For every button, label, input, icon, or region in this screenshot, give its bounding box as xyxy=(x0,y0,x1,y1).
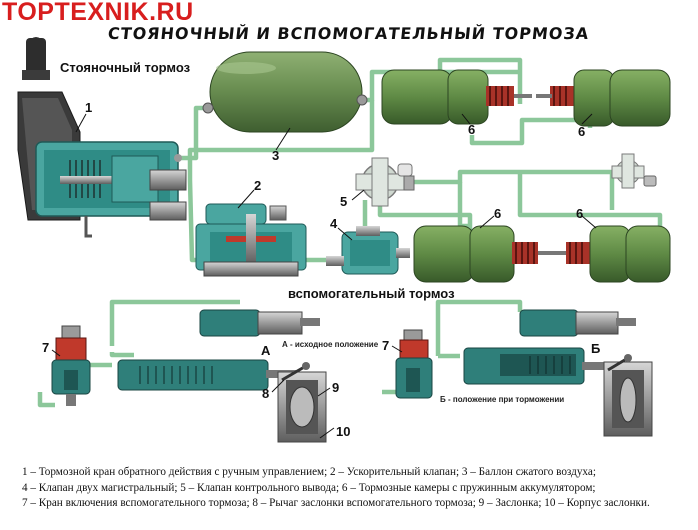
callout-5: 5 xyxy=(340,194,348,209)
aux-brake-valve-7-left xyxy=(51,325,91,406)
control-outlet-valve-5 xyxy=(355,157,415,207)
legend-caption: 1 – Тормозной кран обратного действия с … xyxy=(22,465,692,512)
aux-brake-valve-7-right xyxy=(395,329,433,399)
legend-line-2: 4 – Клапан двух магистральный; 5 – Клапа… xyxy=(22,481,596,494)
callout-10: 10 xyxy=(336,424,351,439)
section-label-auxiliary: вспомогательный тормоз xyxy=(288,286,455,301)
callout-6-bottom-left: 6 xyxy=(494,206,502,221)
letter-a: А xyxy=(261,343,271,358)
callout-3: 3 xyxy=(272,148,280,163)
callout-6-bottom-right: 6 xyxy=(576,206,584,221)
site-watermark: TOPTEXNIK.RU xyxy=(2,0,194,26)
brake-chamber-top-left xyxy=(381,69,532,125)
callout-leader-lines xyxy=(51,113,597,439)
double-check-valve-4 xyxy=(326,226,410,275)
parking-brake-valve-1 xyxy=(17,37,187,238)
state-a-label: А - исходное положение xyxy=(282,340,379,349)
aux-brake-cylinder-left-bottom xyxy=(117,359,296,391)
callout-7-right: 7 xyxy=(382,338,390,353)
state-b-label: Б - положение при торможении xyxy=(440,395,565,404)
page-title: СТОЯНОЧНЫЙ И ВСПОМОГАТЕЛЬНЫЙ ТОРМОЗА xyxy=(107,24,591,43)
exhaust-damper-right xyxy=(603,354,653,437)
letter-b: Б xyxy=(591,341,601,356)
relay-valve-2 xyxy=(195,203,307,277)
callout-6-top-left: 6 xyxy=(468,122,476,137)
callout-6-top-right: 6 xyxy=(578,124,586,139)
aux-brake-cylinder-right-top xyxy=(519,309,636,337)
callout-9: 9 xyxy=(332,380,340,395)
callout-7-left: 7 xyxy=(42,340,50,355)
aux-brake-cylinder-right-bottom xyxy=(463,347,618,385)
callout-2: 2 xyxy=(254,178,262,193)
callout-4: 4 xyxy=(330,216,338,231)
control-outlet-valve-5-right xyxy=(611,153,657,189)
aux-brake-cylinder-left-top xyxy=(199,309,320,337)
brake-chamber-bottom-right xyxy=(550,225,671,283)
air-tank-3 xyxy=(202,51,368,133)
callout-8: 8 xyxy=(262,386,270,401)
legend-line-3: 7 – Кран включения вспомогательного торм… xyxy=(22,497,650,509)
exhaust-damper-left xyxy=(277,362,327,443)
callout-1: 1 xyxy=(85,100,93,115)
section-label-parking: Стояночный тормоз xyxy=(60,60,191,75)
legend-line-1: 1 – Тормозной кран обратного действия с … xyxy=(22,466,596,478)
brake-chamber-bottom-left xyxy=(413,225,558,283)
brake-chamber-top-right xyxy=(536,69,671,127)
